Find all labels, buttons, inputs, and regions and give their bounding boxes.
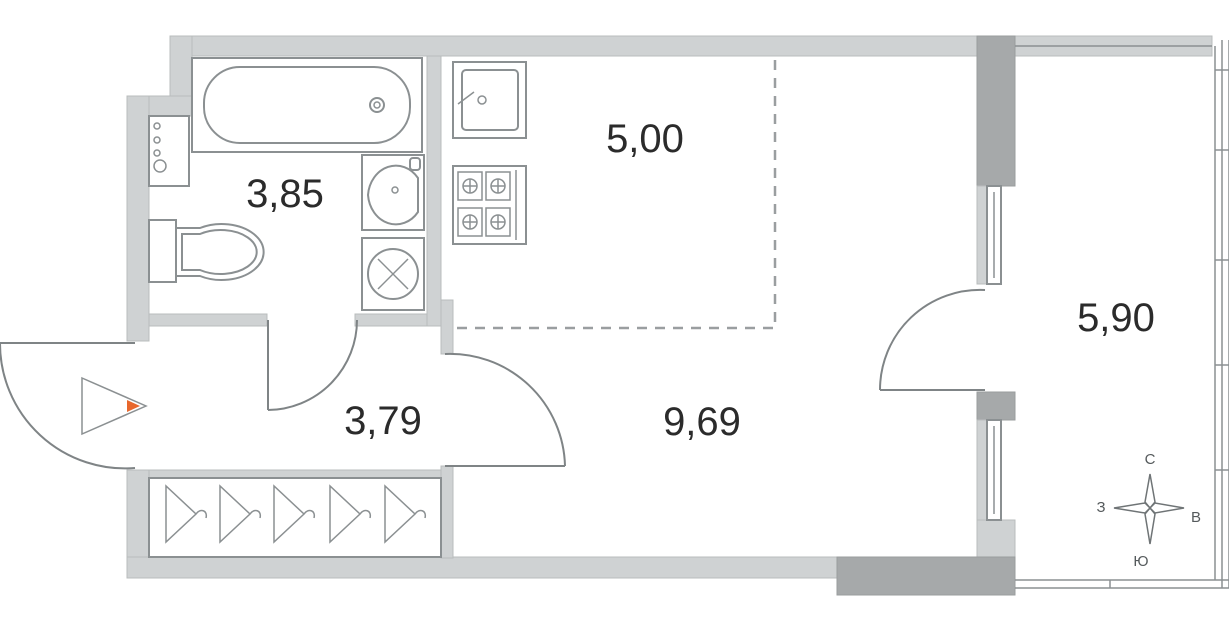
water-heater-icon — [148, 115, 190, 187]
burner-3 — [457, 207, 483, 237]
entrance-door-swing — [0, 343, 136, 470]
wall-bath-bottom — [148, 313, 268, 327]
bathroom-area-label: 3,85 — [246, 172, 324, 216]
walls — [126, 35, 1213, 596]
compass-south: Ю — [1133, 553, 1148, 570]
balcony-glazing — [986, 40, 1229, 589]
wall-left-upper — [169, 35, 193, 99]
toilet-icon — [148, 219, 265, 283]
kitchen-sink-icon — [452, 61, 527, 139]
washing-machine-icon — [361, 237, 425, 311]
hanger-icon — [273, 484, 316, 544]
sink-icon — [361, 154, 425, 231]
hanger-icon — [165, 484, 208, 544]
wall-bath-kitchen — [426, 55, 442, 327]
compass-east: В — [1191, 509, 1201, 526]
living-area-label: 9,69 — [663, 400, 741, 444]
wall-left-bath — [126, 95, 150, 342]
wall-balcony-bottom — [976, 519, 1016, 563]
burner-2 — [485, 171, 511, 201]
hanger-icon — [219, 484, 262, 544]
bathtub-icon — [191, 57, 423, 153]
hallway-area-label: 3,79 — [344, 399, 422, 443]
living-door-swing — [444, 352, 566, 467]
entrance-arrow-icon — [81, 376, 148, 436]
wall-hall-living-top — [440, 299, 454, 355]
stove-icon — [452, 165, 527, 245]
pillar-mid — [976, 391, 1016, 421]
wall-wardrobe-top — [148, 469, 450, 479]
compass-west: З — [1096, 499, 1105, 516]
bathroom-door-swing — [267, 319, 358, 411]
balcony-area-label: 5,90 — [1077, 296, 1155, 340]
balcony-door-swing — [878, 288, 986, 391]
kitchen-area-label: 5,00 — [606, 117, 684, 161]
pillar-top — [976, 35, 1016, 187]
pillar-bottom — [836, 556, 1016, 596]
wall-wardrobe-right — [440, 465, 454, 559]
wardrobe — [148, 477, 442, 558]
burner-4 — [485, 207, 511, 237]
hanger-icon — [384, 484, 427, 544]
doors — [0, 288, 986, 470]
compass-north: С — [1145, 451, 1156, 468]
hanger-icon — [329, 484, 372, 544]
burner-1 — [457, 171, 483, 201]
compass-icon: С Ю В З — [1096, 451, 1201, 570]
